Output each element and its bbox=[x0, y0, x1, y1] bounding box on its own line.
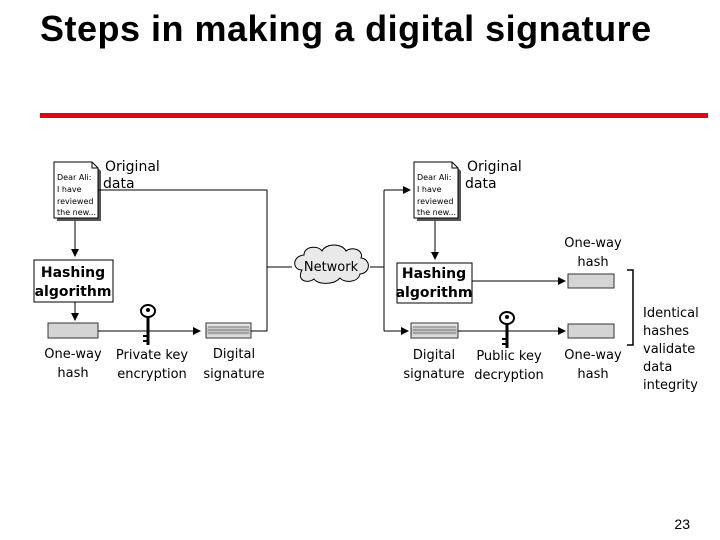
original-data-label-line1: Original bbox=[467, 159, 522, 175]
doc-line-1: Dear Ali: bbox=[417, 173, 451, 182]
top-hash-label-line1: One-way bbox=[564, 236, 622, 251]
hashing-algorithm-line1: Hashing bbox=[41, 265, 105, 281]
cloud-icon bbox=[294, 244, 369, 284]
slide-title: Steps in making a digital signature bbox=[40, 8, 652, 49]
identical-label-line1: Identical bbox=[643, 306, 699, 321]
doc-line-2: I have bbox=[417, 185, 442, 194]
bottom-one-way-hash-bar bbox=[567, 323, 615, 339]
doc-line-1: Dear Ali: bbox=[57, 173, 91, 182]
original-data-label-line2: data bbox=[103, 176, 135, 192]
public-key-label-line1: Public key bbox=[476, 349, 542, 364]
one-way-hash-label-line2: hash bbox=[57, 366, 88, 381]
identical-label-line4: data bbox=[643, 360, 672, 375]
original-data-label-line2: data bbox=[465, 176, 497, 192]
public-key-label-line2: decryption bbox=[474, 368, 544, 383]
digital-signature-bar bbox=[410, 322, 459, 339]
hashing-algorithm-line2: algorithm bbox=[35, 284, 112, 300]
hashing-algorithm-box bbox=[33, 259, 114, 303]
document-icon: Dear Ali: I have reviewed the new... bbox=[413, 161, 461, 221]
bottom-hash-label-line2: hash bbox=[577, 367, 608, 382]
receiver-side: Dear Ali: I have reviewed the new... Ori… bbox=[383, 159, 699, 393]
one-way-hash-label-line1: One-way bbox=[44, 347, 102, 362]
identical-label-line3: validate bbox=[643, 342, 695, 357]
key-icon bbox=[140, 304, 156, 345]
doc-line-4: the new... bbox=[57, 208, 96, 217]
private-key-label-line2: encryption bbox=[117, 367, 187, 382]
identical-label-line5: integrity bbox=[643, 378, 698, 393]
digital-signature-label-line1: Digital bbox=[413, 348, 455, 363]
digital-signature-bar bbox=[205, 322, 252, 339]
top-one-way-hash-bar bbox=[567, 273, 615, 289]
slide-number: 23 bbox=[674, 516, 690, 532]
digital-signature-label-line2: signature bbox=[403, 367, 464, 382]
bottom-hash-label-line1: One-way bbox=[564, 348, 622, 363]
title-underline bbox=[40, 113, 708, 118]
hashing-algorithm-line1: Hashing bbox=[402, 266, 466, 282]
digital-signature-label-line2: signature bbox=[203, 367, 264, 382]
doc-line-4: the new... bbox=[417, 208, 456, 217]
doc-line-3: reviewed bbox=[57, 197, 93, 206]
identical-label-line2: hashes bbox=[643, 324, 689, 339]
hashing-algorithm-box bbox=[396, 262, 473, 304]
key-icon bbox=[499, 311, 515, 348]
digital-signature-label-line1: Digital bbox=[213, 347, 255, 362]
document-icon: Dear Ali: I have reviewed the new... bbox=[53, 161, 101, 221]
doc-line-3: reviewed bbox=[417, 197, 453, 206]
top-hash-label-line2: hash bbox=[577, 255, 608, 270]
network-cloud: Network bbox=[294, 244, 369, 284]
sender-side: Dear Ali: I have reviewed the new... Ori… bbox=[33, 159, 292, 382]
comparison-bracket bbox=[627, 269, 634, 346]
one-way-hash-bar bbox=[47, 322, 99, 339]
doc-line-2: I have bbox=[57, 185, 82, 194]
network-label: Network bbox=[304, 260, 359, 275]
hashing-algorithm-line2: algorithm bbox=[396, 285, 473, 301]
private-key-label-line1: Private key bbox=[116, 348, 189, 363]
original-data-label-line1: Original bbox=[105, 159, 160, 175]
